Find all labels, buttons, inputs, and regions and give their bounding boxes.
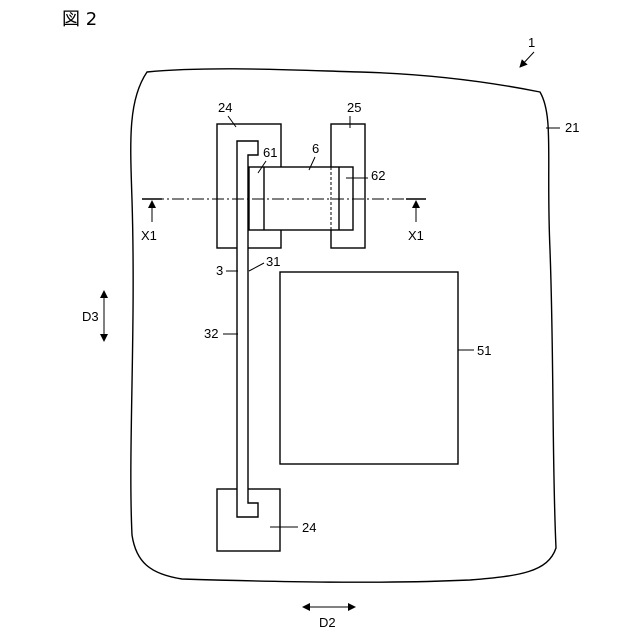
- leader-31: [249, 263, 264, 271]
- label-x1-left: X1: [141, 228, 157, 243]
- label-6: 6: [312, 141, 319, 156]
- label-25: 25: [347, 100, 361, 115]
- label-61: 61: [263, 145, 277, 160]
- label-24-top: 24: [218, 100, 232, 115]
- substrate-outline: [131, 69, 556, 582]
- label-21: 21: [565, 120, 579, 135]
- figure-title: 図 2: [62, 9, 97, 30]
- label-32: 32: [204, 326, 218, 341]
- label-31: 31: [266, 254, 280, 269]
- label-24-bottom: 24: [302, 520, 316, 535]
- label-x1-right: X1: [408, 228, 424, 243]
- element-51: [280, 272, 458, 464]
- label-d2: D2: [319, 615, 336, 630]
- leader-24-top: [228, 116, 236, 127]
- arrow-1: [520, 52, 534, 67]
- label-51: 51: [477, 343, 491, 358]
- label-d3: D3: [82, 309, 99, 324]
- label-3: 3: [216, 263, 223, 278]
- label-1: 1: [528, 35, 535, 50]
- label-62: 62: [371, 168, 385, 183]
